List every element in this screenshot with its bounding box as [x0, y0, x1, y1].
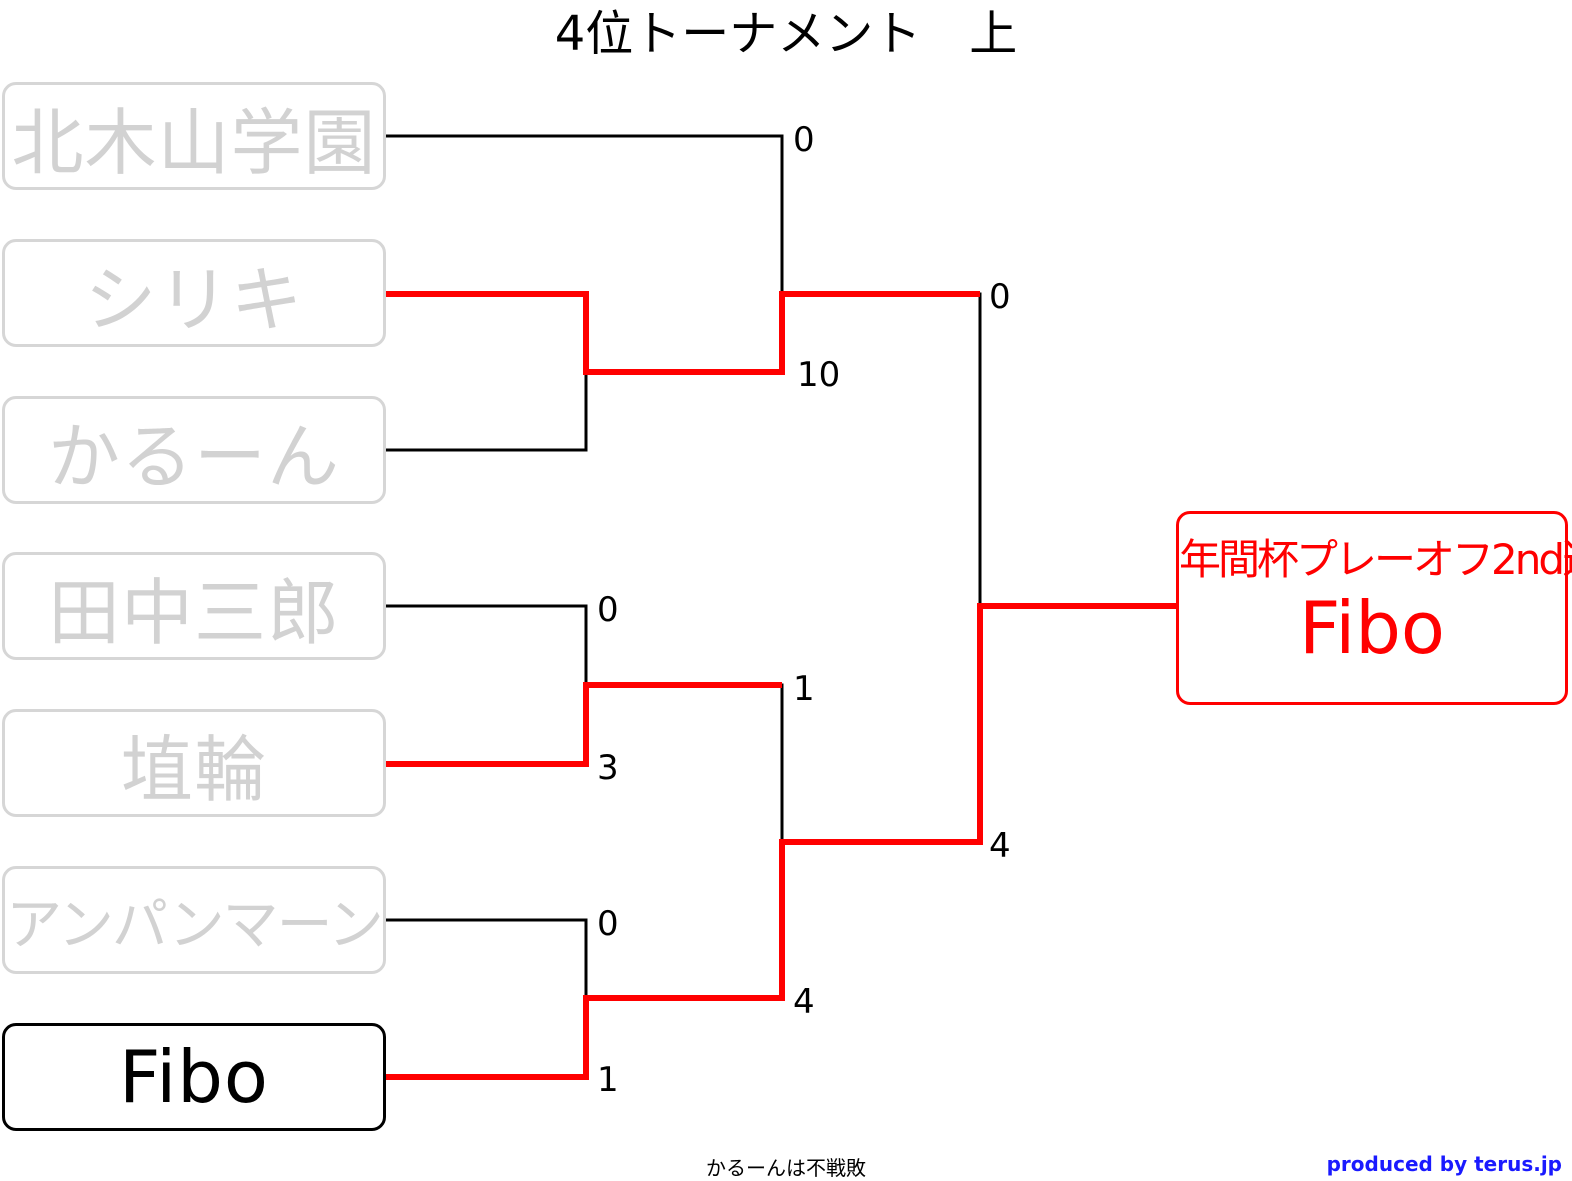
- score-fibo-semis: 4: [793, 982, 815, 1022]
- credit-link[interactable]: produced by terus.jp: [1326, 1152, 1562, 1176]
- footer-note: かるーんは不戦敗: [706, 1156, 866, 1180]
- team-box-tanaka-saburo: 田中三郎: [2, 552, 386, 660]
- team-box-kitakiyama: 北木山学園: [2, 82, 386, 190]
- score-haniwa: 3: [597, 748, 619, 788]
- team-box-fibo: Fibo: [2, 1023, 386, 1131]
- winner-box: 年間杯プレーオフ2nd進出 Fibo: [1176, 511, 1572, 705]
- team-box-shiriki: シリキ: [2, 239, 386, 347]
- team-box-karun: かるーん: [2, 396, 386, 504]
- win-path-shiriki: [386, 291, 980, 375]
- score-haniwa-semis: 1: [793, 669, 815, 709]
- team-box-haniwa: 埴輪: [2, 709, 386, 817]
- bracket-line-tanaka: [386, 604, 588, 685]
- score-anpanman: 0: [597, 904, 619, 944]
- team-box-anpanman: アンパンマーン: [2, 866, 386, 974]
- bracket-line-karun: [386, 372, 588, 452]
- win-path-haniwa: [386, 682, 782, 767]
- win-path-fibo: [386, 603, 1176, 1080]
- page-title: 4位トーナメント 上: [554, 6, 1018, 62]
- score-tanaka: 0: [597, 590, 619, 630]
- bracket-line-kitakiyama: [386, 134, 784, 294]
- score-shiriki: 10: [797, 355, 841, 395]
- score-fibo-first: 1: [597, 1060, 619, 1100]
- winner-name: Fibo: [1299, 586, 1445, 670]
- score-final-bottom: 4: [989, 826, 1011, 866]
- bracket-line-shiriki-final: [782, 292, 982, 606]
- winner-caption: 年間杯プレーオフ2nd進出: [1179, 535, 1572, 584]
- bracket-line-anpanman: [386, 918, 588, 998]
- score-kitakiyama: 0: [793, 120, 815, 160]
- score-final-top: 0: [989, 277, 1011, 317]
